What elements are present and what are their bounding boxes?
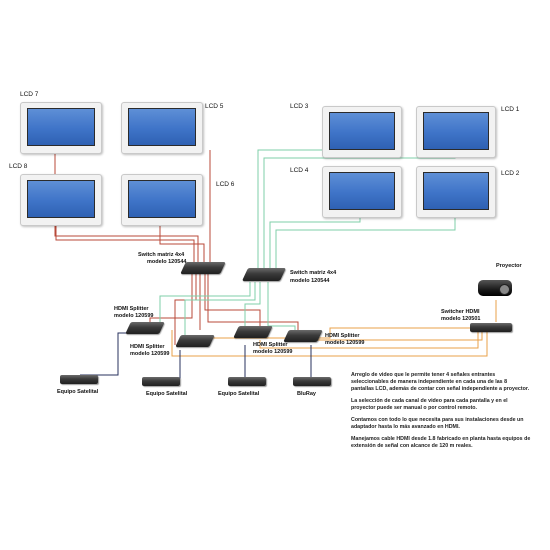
lcd7-label: LCD 7 bbox=[20, 91, 39, 98]
splitter-2-line1: HDMI Splitter bbox=[130, 344, 165, 350]
switch-a-line1: Switch matriz 4x4 bbox=[138, 252, 185, 258]
cable-lcd8 bbox=[55, 224, 195, 262]
lcd1-screen bbox=[416, 106, 496, 158]
hdmi-splitter-3 bbox=[233, 326, 273, 338]
lcd8-label: LCD 8 bbox=[9, 163, 28, 170]
lcd6-label: LCD 6 bbox=[216, 181, 235, 188]
lcd8-screen bbox=[20, 174, 102, 226]
bluray-player bbox=[293, 377, 331, 386]
switch-a-line2: modelo 120544 bbox=[147, 259, 187, 265]
source-4-label: BluRay bbox=[297, 391, 316, 397]
cable-src1 bbox=[80, 332, 128, 376]
splitter-3-line1: HDMI Splitter bbox=[253, 342, 288, 348]
lcd1-label: LCD 1 bbox=[501, 106, 520, 113]
source-1-label: Equipo Satelital bbox=[57, 389, 99, 395]
lcd3-screen bbox=[322, 106, 402, 158]
note-1: Arreglo de video que le permite tener 4 … bbox=[351, 372, 530, 392]
switch-b-line2: modelo 120544 bbox=[290, 278, 330, 284]
cable-sp1-switcher bbox=[171, 330, 488, 357]
source-3-label: Equipo Satelital bbox=[218, 391, 260, 397]
satellite-receiver-3 bbox=[228, 377, 266, 386]
lcd3-label: LCD 3 bbox=[290, 103, 309, 110]
splitter-3-line2: modelo 120599 bbox=[253, 349, 293, 355]
lcd7-screen bbox=[20, 102, 102, 154]
cable-lcd6 bbox=[159, 225, 205, 262]
switch-matrix-b bbox=[241, 268, 287, 281]
cable-sw1-sp4 bbox=[207, 274, 299, 335]
description-notes: Arreglo de video que le permite tener 4 … bbox=[351, 372, 531, 455]
cable-sw2-sp2 bbox=[184, 282, 256, 345]
cable-sp4-switcher bbox=[312, 332, 483, 341]
switcher-line2: modelo 120501 bbox=[441, 316, 481, 322]
lcd2-screen bbox=[416, 166, 496, 218]
switcher-hdmi bbox=[470, 323, 512, 332]
note-4: Manejamos cable HDMI desde 1.8 fabricado… bbox=[351, 436, 531, 449]
switch-matrix-a bbox=[180, 262, 226, 274]
splitter-1-line1: HDMI Splitter bbox=[114, 306, 149, 312]
source-2-label: Equipo Satelital bbox=[146, 391, 188, 397]
cable-sw1-sp3 bbox=[204, 274, 261, 330]
cable-sw2-sp3 bbox=[244, 282, 261, 330]
cable-sw2-sp1 bbox=[159, 282, 251, 325]
splitter-4-line2: modelo 120599 bbox=[325, 340, 365, 346]
orange-cables bbox=[171, 300, 497, 357]
cable-lcd4 bbox=[269, 216, 361, 268]
lcd6-screen bbox=[121, 174, 203, 226]
splitter-1-line2: modelo 120599 bbox=[114, 313, 154, 319]
switcher-line1: Switcher HDMI bbox=[441, 309, 480, 315]
satellite-receiver-1 bbox=[60, 375, 98, 384]
lcd2-label: LCD 2 bbox=[501, 170, 520, 177]
note-3: Contamos con todo lo que necesita para s… bbox=[351, 417, 524, 430]
lcd5-screen bbox=[121, 102, 203, 154]
projector-icon bbox=[478, 276, 514, 298]
cable-lcd2 bbox=[275, 218, 456, 268]
hdmi-splitter-1 bbox=[125, 322, 165, 334]
lcd4-screen bbox=[322, 166, 402, 218]
satellite-receiver-2 bbox=[142, 377, 180, 386]
hdmi-splitter-2 bbox=[175, 335, 215, 347]
splitter-2-line2: modelo 120599 bbox=[130, 351, 170, 357]
switch-b-line1: Switch matriz 4x4 bbox=[290, 270, 337, 276]
lcd4-label: LCD 4 bbox=[290, 167, 309, 174]
hdmi-splitter-4 bbox=[283, 330, 323, 342]
projector-label: Proyector bbox=[496, 263, 522, 269]
note-2: La selección de cada canal de video para… bbox=[351, 398, 508, 411]
lcd5-label: LCD 5 bbox=[205, 103, 224, 110]
cable-sp2-switcher bbox=[212, 327, 470, 339]
splitter-4-line1: HDMI Splitter bbox=[325, 333, 360, 339]
